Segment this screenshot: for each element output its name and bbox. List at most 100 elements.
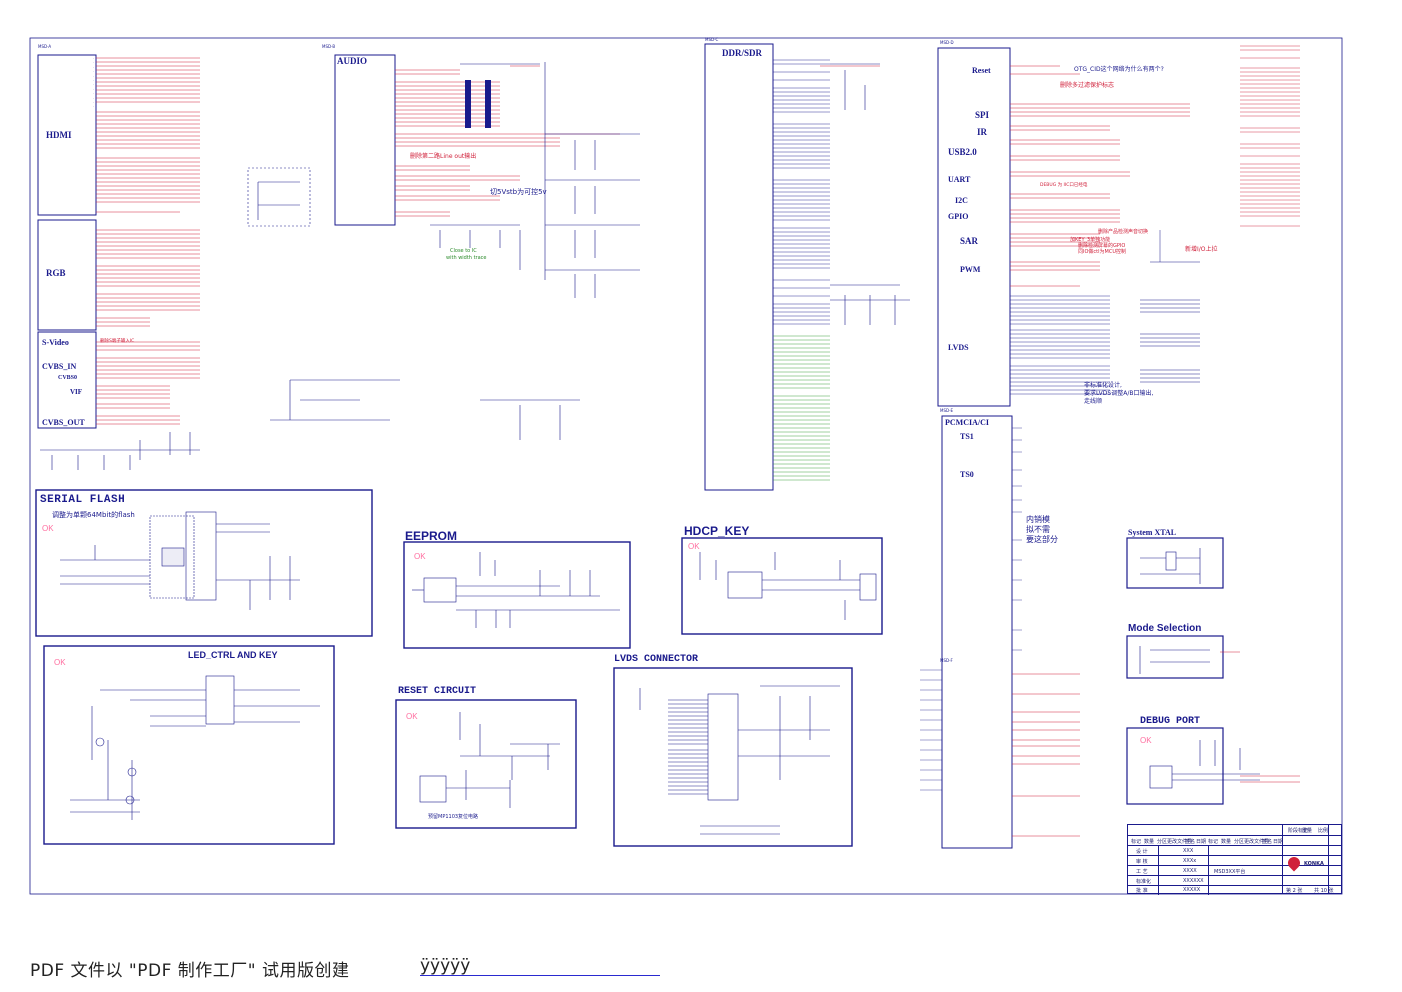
eeprom-title: EEPROM — [405, 529, 458, 543]
cvbs-in-label: CVBS_IN — [42, 362, 77, 371]
vif-label: VIF — [70, 388, 83, 396]
tb-header-3: 更改文件号 — [1167, 839, 1193, 845]
ts1-label: TS1 — [960, 432, 974, 441]
mode-selection-title: Mode Selection — [1128, 623, 1202, 634]
uart-label: UART — [948, 175, 971, 184]
tb-project: MSD3XX平台 — [1214, 869, 1246, 875]
tb-sheet-no: 第 2 张 — [1286, 888, 1303, 894]
cvbs0-label: CVBS0 — [58, 375, 78, 381]
audio-close-note: Close to IC — [450, 248, 477, 254]
gpio-label: GPIO — [948, 212, 969, 221]
sar-note-2: 加KEY_3单独功能 — [1070, 237, 1111, 243]
footer-underline — [420, 975, 660, 976]
tb-row-label-3: 标准化 — [1136, 879, 1152, 885]
lvds-connector-title: LVDS CONNECTOR — [614, 654, 699, 665]
reset-label: Reset — [972, 66, 991, 75]
ddr-label: DDR/SDR — [722, 48, 763, 58]
pdf-footer-text: PDF 文件以 "PDF 制作工厂" 试用版创建 — [30, 961, 350, 981]
audio-width-note: with width trace — [446, 255, 487, 261]
system-xtal-title: System XTAL — [1128, 528, 1177, 537]
ts0-label: TS0 — [960, 470, 974, 479]
konka-logo-icon — [1285, 854, 1303, 872]
tb-stage: 阶段标记 — [1288, 828, 1309, 834]
tb-header-11: 日期 — [1273, 839, 1284, 845]
pcmcia-note-1: 内销模 — [1026, 515, 1050, 524]
tb-row-label-2: 工 艺 — [1136, 869, 1148, 875]
flash-note: 调整为单颗64Mbit的flash — [52, 511, 135, 519]
sar-note-3: 删除检测屏幕的GPIO — [1078, 243, 1126, 249]
chip-label-io: MSD-D — [940, 40, 954, 45]
lvds-note-3: 走线顺 — [1084, 398, 1103, 405]
reset-circuit-title: RESET CIRCUIT — [398, 686, 477, 697]
sar-note-4: 同IO做ctl为MCU控制 — [1078, 249, 1126, 255]
tb-header-2: 分区 — [1157, 839, 1168, 845]
chip-label-power: MSD-F — [940, 658, 953, 663]
tb-header-6: 标记 — [1208, 839, 1219, 845]
tb-row-value-2: XXXX — [1183, 868, 1197, 874]
uart-note: DEBUG 为 IIC口已经电 — [1040, 183, 1088, 188]
svideo-note: 删除S端子输入IC — [100, 339, 135, 344]
tb-weight: 重量 — [1302, 828, 1313, 834]
tb-scale: 比例 — [1318, 828, 1329, 834]
tb-row-value-1: XXXx — [1183, 858, 1197, 864]
audio-note-1: 删除第二路Line out输出 — [410, 153, 477, 160]
sar-note-5: 新增I/O上拉 — [1185, 246, 1218, 253]
tb-header-10: 签名 — [1262, 839, 1273, 845]
chip-label-hdmi: MSD-A — [38, 44, 52, 49]
ir-label: IR — [977, 127, 988, 137]
tb-header-1: 数量 — [1144, 839, 1155, 845]
debug-port-title: DEBUG PORT — [1140, 716, 1201, 727]
lvds-label: LVDS — [948, 343, 969, 352]
tb-company: KONKA — [1304, 861, 1324, 867]
ok-mark-led: OK — [54, 658, 66, 667]
otg-note-2: 删除多过滤保护标志 — [1060, 82, 1115, 89]
ok-mark-reset: OK — [406, 712, 418, 721]
ok-mark-eeprom: OK — [414, 552, 426, 561]
ok-mark-hdcp: OK — [688, 542, 700, 551]
tb-header-8: 分区 — [1234, 839, 1245, 845]
audio-note-2: 切5Vstb为可控5v — [490, 188, 547, 196]
tb-sheet-total: 共 10 张 — [1314, 888, 1334, 894]
audio-label: AUDIO — [337, 56, 368, 66]
tb-row-value-4: XXXXX — [1183, 887, 1201, 893]
pwm-label: PWM — [960, 265, 981, 274]
tb-row-label-0: 设 计 — [1136, 849, 1148, 855]
tb-row-label-1: 审 核 — [1136, 859, 1148, 865]
lvds-note-1: 非标准化设计, — [1084, 382, 1122, 389]
hdcp-key-title: HDCP_KEY — [684, 524, 750, 538]
sar-note-1: 删除产品检测声音切换 — [1098, 229, 1149, 235]
chip-label-pcmcia: MSD-E — [940, 408, 954, 413]
rgb-label: RGB — [46, 268, 66, 278]
i2c-label: I2C — [955, 196, 968, 205]
chip-label-audio: MSD-B — [322, 44, 336, 49]
lvds-note-2: 要求LVDS调整A/B口输出, — [1084, 390, 1154, 397]
chip-label-ddr: MSD-C — [705, 37, 719, 42]
tb-header-7: 数量 — [1221, 839, 1232, 845]
usb-label: USB2.0 — [948, 147, 977, 157]
tb-row-value-0: XXX — [1183, 848, 1194, 854]
tb-header-5: 日期 — [1196, 839, 1207, 845]
reset-note: 预留MP1103复位电路 — [428, 814, 479, 820]
tb-row-value-3: XXXXXX — [1183, 878, 1204, 884]
sar-label: SAR — [960, 236, 979, 246]
tb-header-0: 标记 — [1131, 839, 1142, 845]
pcmcia-note-2: 拟不需 — [1026, 525, 1050, 534]
pdf-footer-mark[interactable]: ÿÿÿÿÿ — [420, 956, 471, 976]
pcmcia-label: PCMCIA/CI — [945, 418, 989, 427]
tb-header-9: 更改文件号 — [1244, 839, 1270, 845]
otg-note: OTG_CID这个网络为什么有两个? — [1074, 66, 1164, 73]
tb-header-4: 签名 — [1185, 839, 1196, 845]
ok-mark-flash: OK — [42, 524, 54, 533]
svideo-label: S-Video — [42, 338, 69, 347]
tb-row-label-4: 批 准 — [1136, 888, 1148, 894]
led-ctrl-title: LED_CTRL AND KEY — [188, 650, 278, 660]
hdmi-pin-names: . . . . . . . . . . . . — [93, 56, 94, 109]
cvbs-out-label: CVBS_OUT — [42, 418, 85, 427]
pcmcia-note-3: 要这部分 — [1026, 535, 1058, 544]
hdmi-label: HDMI — [46, 130, 72, 140]
ok-mark-debug: OK — [1140, 736, 1152, 745]
serial-flash-title: SERIAL FLASH — [40, 494, 126, 506]
title-block: 阶段标记 重量 比例 标记 数量 分区 更改文件号 签名 日期 标记 数量 分区… — [1127, 824, 1342, 895]
